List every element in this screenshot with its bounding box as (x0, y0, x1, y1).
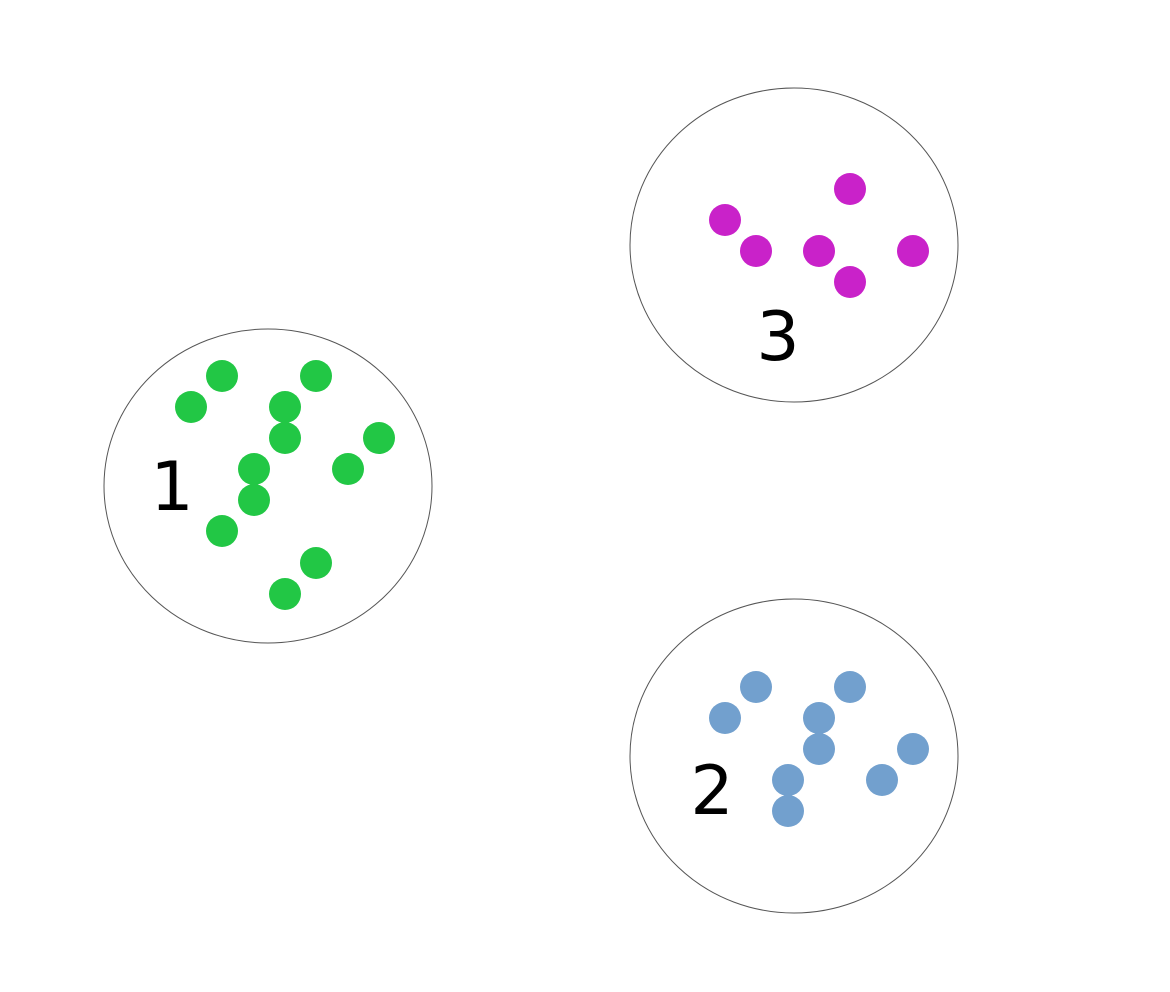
cluster-3-label: 3 (756, 298, 799, 377)
cluster-2-point (803, 733, 835, 765)
cluster-1-point (300, 360, 332, 392)
cluster-3-point (834, 266, 866, 298)
cluster-3-point (834, 173, 866, 205)
cluster-1-point (238, 484, 270, 516)
cluster-3-point (740, 235, 772, 267)
cluster-2-point (740, 671, 772, 703)
cluster-2-point (897, 733, 929, 765)
cluster-1: 1 (103, 328, 433, 644)
cluster-1-point (206, 515, 238, 547)
cluster-2-point (803, 702, 835, 734)
cluster-1-label: 1 (150, 448, 193, 527)
cluster-2-point (866, 764, 898, 796)
cluster-2-point (709, 702, 741, 734)
cluster-1-point (269, 422, 301, 454)
cluster-2-label: 2 (690, 752, 733, 831)
cluster-1-point (238, 453, 270, 485)
cluster-3: 3 (629, 87, 959, 403)
cluster-3-points (709, 173, 929, 298)
cluster-3-outline (629, 87, 959, 403)
cluster-3-point (897, 235, 929, 267)
cluster-2: 2 (629, 598, 959, 914)
cluster-2-points (709, 671, 929, 827)
cluster-2-point (772, 764, 804, 796)
cluster-2-point (834, 671, 866, 703)
cluster-1-point (363, 422, 395, 454)
cluster-2-point (772, 795, 804, 827)
cluster-1-point (332, 453, 364, 485)
cluster-3-point (803, 235, 835, 267)
cluster-1-points (175, 360, 395, 610)
cluster-1-point (206, 360, 238, 392)
cluster-1-point (175, 391, 207, 423)
cluster-1-point (269, 391, 301, 423)
cluster-2-outline (629, 598, 959, 914)
cluster-1-point (269, 578, 301, 610)
cluster-3-point (709, 204, 741, 236)
cluster-1-point (300, 547, 332, 579)
